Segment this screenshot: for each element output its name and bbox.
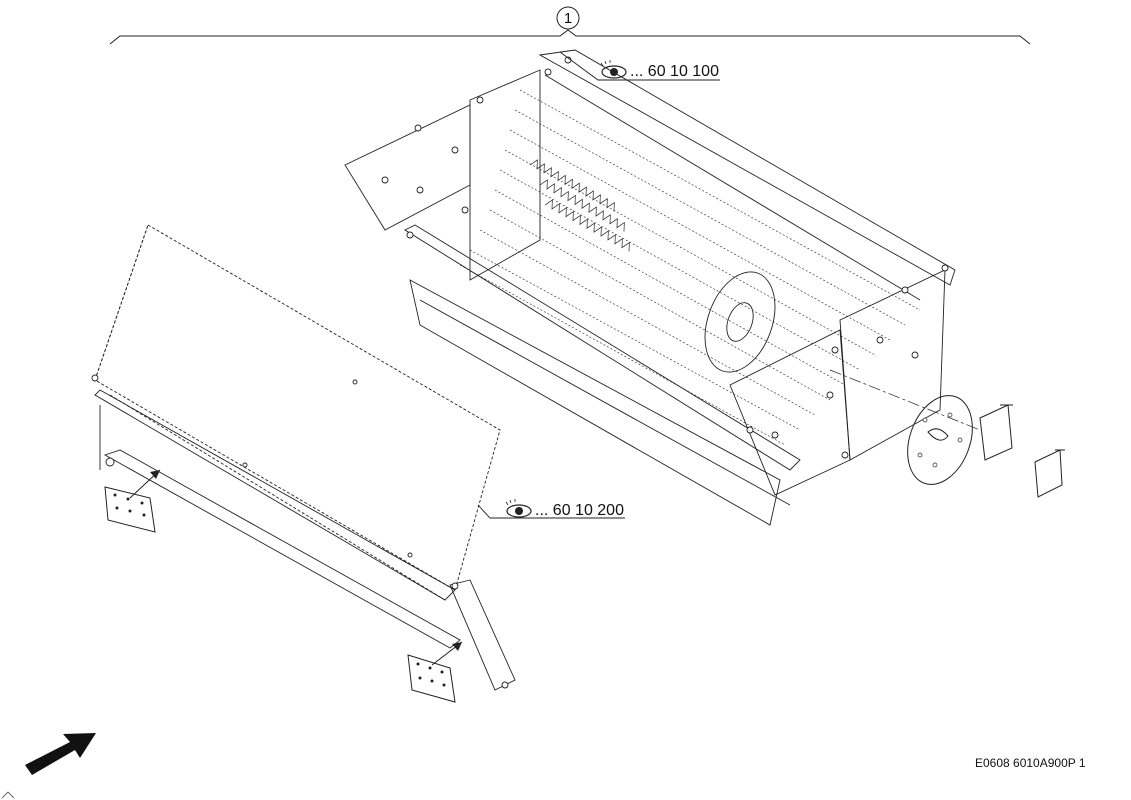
eye-icon xyxy=(505,499,532,518)
cover-panel-assembly xyxy=(91,224,625,691)
side-bracket xyxy=(979,404,1013,461)
drawing-code: E0608 6010A900P 1 xyxy=(975,756,1086,770)
wear-plate-left xyxy=(104,469,161,533)
reference-code: 60 10 100 xyxy=(647,63,719,80)
rotor-disc xyxy=(704,271,776,373)
direction-arrow-icon xyxy=(25,733,96,775)
assembly-brace xyxy=(109,6,1031,45)
side-disc xyxy=(907,395,973,485)
reference-prefix: ... xyxy=(630,63,644,80)
rotor-concave-assembly xyxy=(344,49,956,526)
right-hand-side-components xyxy=(829,369,1065,498)
eye-icon xyxy=(600,60,627,79)
corner-mark xyxy=(1,791,15,799)
reference-label-60-10-100[interactable]: ... 60 10 100 xyxy=(630,64,719,80)
reference-code: 60 10 200 xyxy=(552,502,624,519)
small-bracket xyxy=(1034,449,1065,498)
wear-plate-right xyxy=(407,641,463,703)
reference-label-60-10-200[interactable]: ... 60 10 200 xyxy=(535,503,624,519)
reference-prefix: ... xyxy=(535,502,549,519)
callout-number: 1 xyxy=(563,10,573,27)
